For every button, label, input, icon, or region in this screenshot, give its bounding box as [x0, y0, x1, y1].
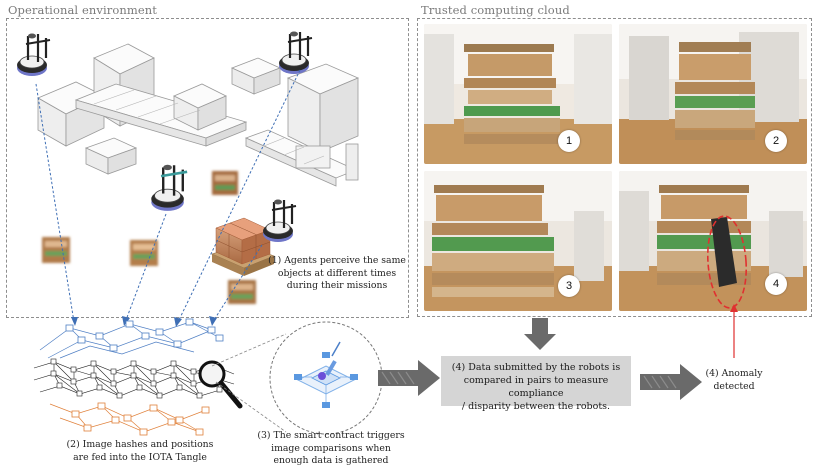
- smart-contract-icon: [269, 321, 383, 435]
- robot-icon: [263, 199, 297, 242]
- photo-number-badge: 2: [765, 130, 787, 152]
- comparison-result-box: (4) Data submitted by the robots is comp…: [441, 356, 631, 412]
- operational-environment-title: Operational environment: [8, 3, 158, 17]
- zoom-lines: [211, 333, 287, 433]
- pallet-photo-3: 3: [424, 171, 612, 311]
- photo-number-badge: 4: [765, 273, 787, 295]
- pallet-photo-1: 1: [424, 24, 612, 164]
- caption-step2: (2) Image hashes and positions are fed i…: [66, 439, 214, 463]
- robot-icon: [151, 164, 188, 211]
- trusted-cloud-title: Trusted computing cloud: [421, 3, 570, 17]
- photo-number-badge: 3: [558, 275, 580, 297]
- gray-arrow-icon: [378, 360, 440, 396]
- gray-arrow-icon: [640, 364, 702, 400]
- operational-environment-panel: [6, 18, 409, 318]
- robot-icon: [17, 33, 51, 76]
- pallet-thumbnails: [42, 171, 256, 304]
- factory-illustration: [37, 43, 360, 304]
- trusted-cloud-panel: [417, 18, 812, 317]
- anomaly-highlight: [706, 215, 748, 358]
- caption-anomaly: (4) Anomaly detected: [705, 368, 763, 392]
- pallet-boxes-illustration: [211, 217, 275, 276]
- pallet-photo-2: 2: [619, 24, 807, 164]
- caption-step1: (1) Agents perceive the same objects at …: [268, 255, 406, 292]
- caption-step3: (3) The smart contract triggers image co…: [257, 430, 405, 467]
- magnifier-icon: [198, 360, 243, 409]
- photo-number-badge: 1: [558, 130, 580, 152]
- gray-arrow-icon: [524, 318, 556, 350]
- robot-icon: [279, 31, 313, 74]
